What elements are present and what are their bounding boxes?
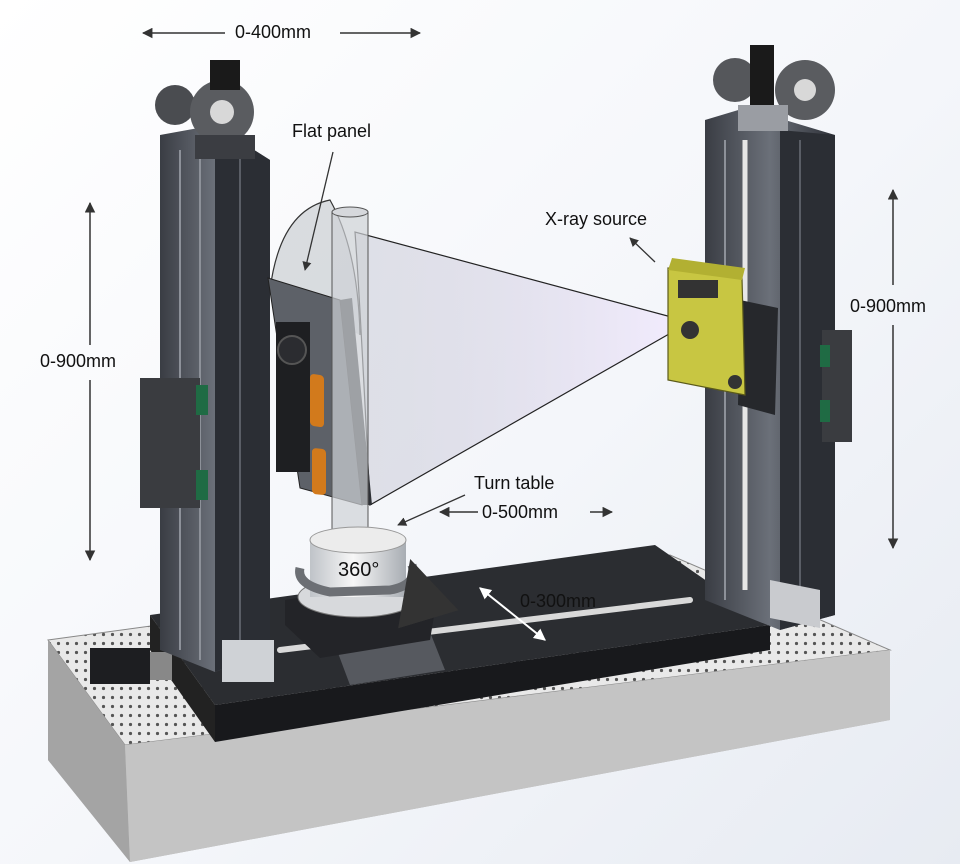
horizontal-rail [90, 545, 770, 742]
turn-table [285, 526, 459, 658]
xray-source [667, 258, 778, 415]
left-column [140, 60, 274, 682]
turn-table-label: Turn table [474, 473, 555, 493]
flat-panel-label: Flat panel [292, 121, 372, 141]
top-range-label: 0-400mm [235, 22, 312, 42]
right-range-label: 0-900mm [850, 296, 927, 316]
xray-source-label: X-ray source [545, 209, 648, 229]
turn-range-label: 0-500mm [482, 502, 559, 522]
right-column [705, 45, 852, 630]
xray-cone-beam [354, 231, 692, 507]
depth-range-label: 0-300mm [520, 591, 597, 611]
rotation-arrow [295, 558, 459, 629]
left-range-label: 0-900mm [40, 351, 117, 371]
annotation-arrows [84, 27, 899, 641]
flat-panel-pointer [302, 151, 334, 271]
xray-source-pointer [629, 237, 656, 263]
rotation-label: 360° [338, 559, 380, 581]
depth-range-arrow [479, 587, 546, 641]
turn-table-pointer [397, 494, 466, 526]
sample-cylinder [331, 206, 369, 538]
